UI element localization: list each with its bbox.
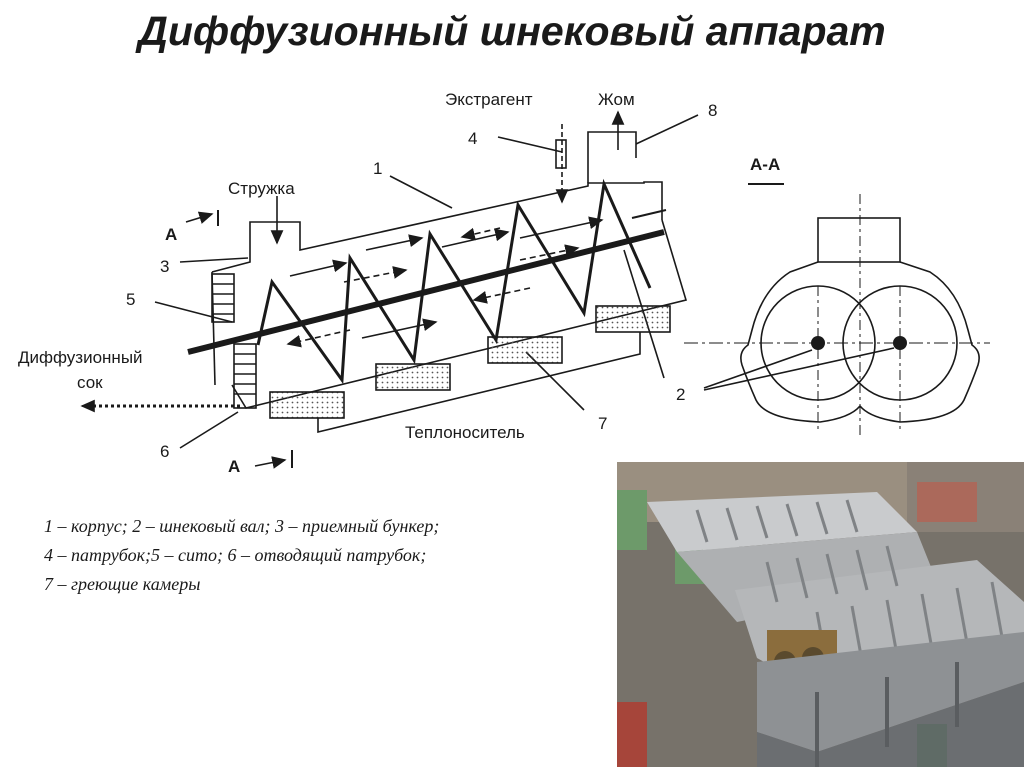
slide-title: Диффузионный шнековый аппарат xyxy=(138,8,886,54)
label-3: 3 xyxy=(160,257,170,276)
legend-line: 7 – греющие камеры xyxy=(44,574,201,594)
label-7: 7 xyxy=(598,414,608,433)
legend-line: 4 – патрубок;5 – сито; 6 – отводящий пат… xyxy=(44,545,427,565)
label-extragent: Экстрагент xyxy=(445,90,533,109)
legend-line: 1 – корпус; 2 – шнековый вал; 3 – приемн… xyxy=(44,516,440,536)
label-heat-carrier: Теплоноситель xyxy=(405,423,525,442)
diffuser-photo xyxy=(617,462,1024,767)
label-4: 4 xyxy=(468,129,478,148)
label-pulp: Жом xyxy=(598,90,635,109)
label-juice-line2: сок xyxy=(77,373,103,392)
label-5: 5 xyxy=(126,290,136,309)
label-1: 1 xyxy=(373,159,383,178)
label-chips: Стружка xyxy=(228,179,295,198)
label-6: 6 xyxy=(160,442,170,461)
legend-caption: 1 – корпус; 2 – шнековый вал; 3 – приемн… xyxy=(44,512,439,599)
label-section-a-bottom: А xyxy=(228,457,241,476)
label-8: 8 xyxy=(708,101,718,120)
label-2: 2 xyxy=(676,385,686,404)
label-section-aa: А-А xyxy=(750,155,781,174)
label-section-a-top: А xyxy=(165,225,178,244)
label-juice-line1: Диффузионный xyxy=(18,348,143,367)
housing-outline xyxy=(211,181,663,273)
